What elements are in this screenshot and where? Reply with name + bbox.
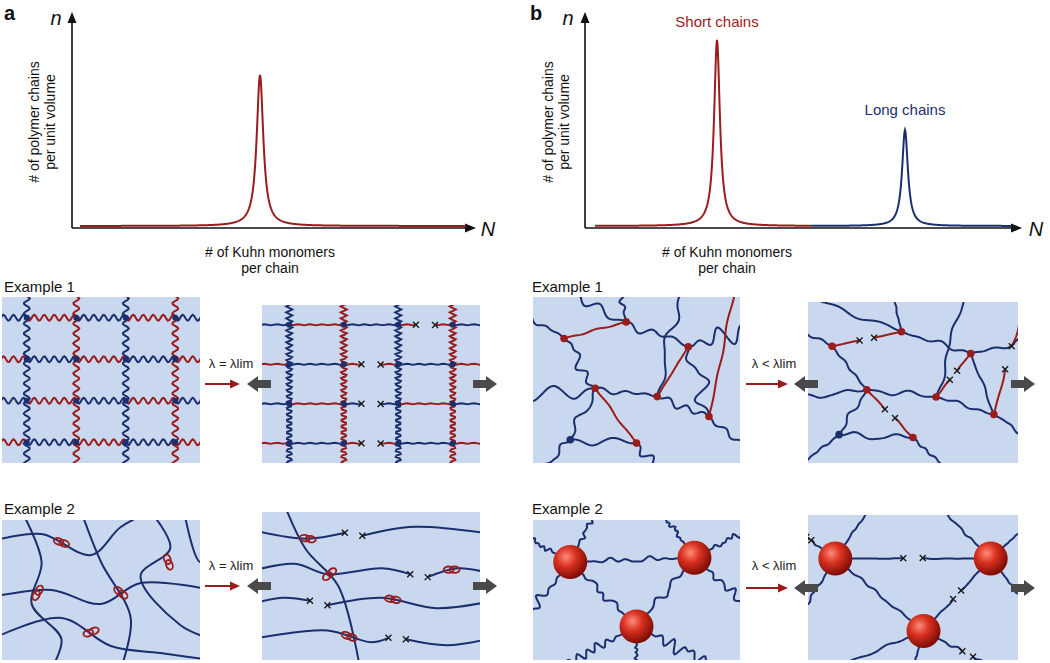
chart-axes: [68, 12, 477, 233]
stretch-arrow: [746, 584, 788, 593]
load-arrow: [473, 578, 497, 594]
network-panel: [784, 301, 1043, 463]
stretch-arrow: [205, 380, 240, 389]
chart-axes: [581, 12, 1023, 233]
load-arrow: [247, 578, 271, 594]
peak-label: Short chains: [675, 13, 758, 30]
distribution-peak: [812, 130, 1012, 226]
distribution-peak: [595, 40, 812, 226]
network-panel: [0, 291, 206, 469]
example-label: Example 1: [532, 278, 603, 295]
load-arrow: [473, 376, 497, 392]
network-panel: [521, 512, 753, 663]
stretch-label: λ = λlim: [209, 357, 253, 372]
peak-label: Long chains: [865, 101, 946, 118]
load-arrow: [1011, 580, 1035, 596]
load-arrow: [1011, 376, 1035, 392]
axis-symbol: n: [562, 7, 573, 30]
network-panel: [521, 287, 753, 473]
axis-title: # of Kuhn monomers per chain: [660, 244, 795, 276]
axis-title: # of polymer chains per unit volume: [540, 50, 572, 195]
network-panel: [251, 503, 493, 663]
distribution-peak: [80, 75, 466, 226]
panel-letter: a: [4, 2, 15, 25]
load-arrow: [794, 580, 818, 596]
panel-letter: b: [530, 2, 542, 25]
network-panel: [256, 299, 486, 469]
axis-title: # of Kuhn monomers per chain: [203, 244, 338, 276]
stretch-label: λ < λlim: [752, 357, 796, 372]
load-arrow: [794, 376, 818, 392]
stretch-label: λ = λlim: [209, 559, 253, 574]
network-panel: [0, 512, 212, 663]
axis-symbol: n: [50, 7, 61, 30]
example-label: Example 1: [4, 278, 75, 295]
axis-title: # of polymer chains per unit volume: [26, 50, 58, 195]
stretch-label: λ < λlim: [752, 559, 796, 574]
axis-symbol: N: [481, 218, 495, 241]
axis-symbol: N: [1029, 218, 1043, 241]
stretch-arrow: [205, 582, 240, 591]
example-label: Example 2: [532, 500, 603, 517]
example-label: Example 2: [4, 500, 75, 517]
stretch-arrow: [746, 380, 788, 389]
load-arrow: [247, 376, 271, 392]
network-panel: [795, 506, 1030, 663]
